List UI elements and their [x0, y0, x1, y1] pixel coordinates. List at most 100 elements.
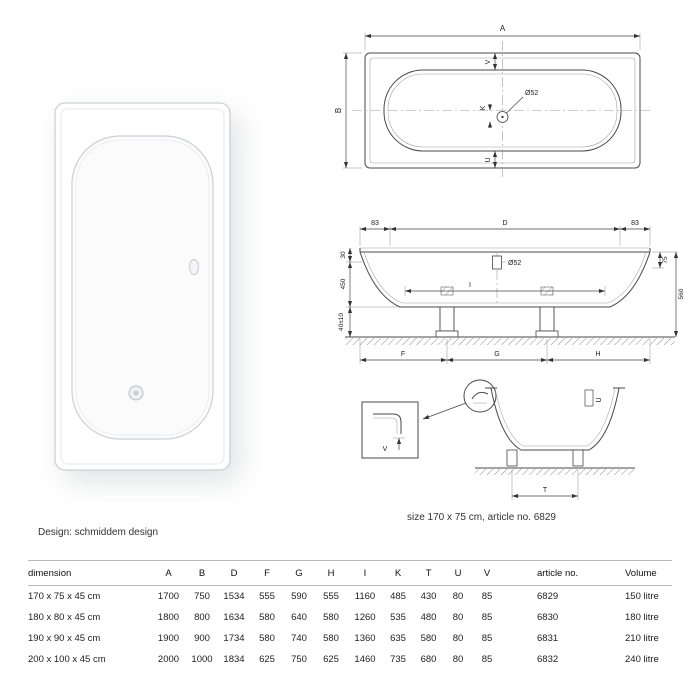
cell-u: 80	[452, 591, 464, 602]
detail-dim-u-label: U	[596, 397, 603, 402]
dim-560-label: 560	[678, 288, 685, 299]
cell-f: 580	[259, 612, 275, 623]
section-view-drawing: Ø52 I 83 D 83	[338, 220, 685, 364]
cell-b: 1000	[191, 654, 213, 665]
cell-v: 85	[481, 591, 493, 602]
col-header-d: D	[230, 567, 238, 579]
cell-b: 750	[194, 591, 210, 602]
cell-d: 1734	[223, 633, 245, 644]
cell-t: 680	[420, 654, 437, 665]
cell-h: 580	[323, 633, 339, 644]
dim-g-label: G	[494, 351, 499, 358]
dim-u-label: U	[485, 157, 492, 162]
cell-article: 6831	[537, 633, 559, 644]
cell-u: 80	[452, 654, 464, 665]
table-row: 200 x 100 x 45 cm 2000 1000 1834 625 750…	[28, 649, 672, 670]
cell-a: 1800	[157, 612, 180, 623]
dim-a-label: A	[500, 24, 506, 33]
cell-i: 1360	[354, 633, 376, 644]
col-header-dimension: dimension	[28, 567, 72, 579]
cell-u: 80	[452, 612, 464, 623]
dim-bottom-row: F G H	[359, 339, 651, 364]
ground-line	[345, 336, 675, 345]
col-header-i: I	[363, 567, 367, 579]
cell-v: 85	[481, 654, 493, 665]
dim-v-label: V	[485, 59, 492, 64]
dim-30: 30	[340, 248, 362, 263]
cell-b: 800	[194, 612, 210, 623]
cell-dimension: 170 x 75 x 45 cm	[28, 591, 101, 602]
dim-450: 450	[340, 262, 398, 308]
col-header-b: B	[198, 567, 206, 579]
bathtub-product-image	[54, 102, 231, 471]
col-header-h: H	[327, 567, 335, 579]
cell-a: 2000	[157, 654, 180, 665]
cell-article: 6830	[537, 612, 559, 623]
dim-h-label: H	[595, 351, 600, 358]
dim-t-label: T	[543, 487, 548, 494]
detail-bubble	[422, 379, 497, 420]
cell-volume: 210 litre	[625, 633, 659, 644]
dim-83-left-label: 83	[371, 220, 379, 227]
cell-g: 750	[291, 654, 307, 665]
cell-article: 6829	[537, 591, 559, 602]
cell-h: 625	[323, 654, 339, 665]
dim-560: 560	[652, 251, 685, 337]
dim-83-right-label: 83	[631, 220, 639, 227]
cell-h: 580	[323, 612, 339, 623]
cell-t: 580	[420, 633, 437, 644]
dim-a: A	[364, 24, 641, 50]
design-caption: Design: schmiddem design	[38, 527, 159, 538]
col-header-article: article no.	[537, 567, 579, 579]
dim-40-label: 40±10	[338, 313, 345, 331]
drain-diameter-label: Ø52	[525, 90, 538, 97]
cell-k: 535	[390, 612, 406, 623]
dim-30-label: 30	[340, 251, 347, 259]
cell-b: 900	[194, 633, 210, 644]
table-header-row: dimension A B D F G H I K T U V article …	[28, 560, 672, 586]
dim-i: I	[404, 282, 606, 296]
cell-dimension: 190 x 90 x 45 cm	[28, 633, 101, 644]
end-section-outline: U	[475, 387, 635, 475]
cell-v: 85	[481, 612, 493, 623]
dim-f-label: F	[401, 351, 405, 358]
dim-450-label: 450	[340, 278, 347, 289]
dim-u-bottom: U	[485, 151, 498, 168]
detail-box: V	[361, 401, 419, 459]
drain-hole	[128, 385, 144, 401]
section-outline	[359, 247, 651, 308]
detail-dim-v-label: V	[383, 446, 388, 453]
section-drain-fitting: Ø52	[492, 255, 521, 270]
dim-75-label: 75	[662, 256, 669, 264]
cell-u: 80	[452, 633, 464, 644]
top-view-outline	[352, 41, 653, 180]
cell-k: 485	[390, 591, 406, 602]
cell-i: 1460	[354, 654, 376, 665]
dim-v-top: V	[485, 53, 498, 70]
cell-g: 640	[291, 612, 307, 623]
dim-d-label: D	[502, 220, 507, 227]
cell-article: 6832	[537, 654, 559, 665]
col-header-volume: Volume	[625, 567, 657, 579]
cell-i: 1260	[354, 612, 376, 623]
col-header-t: T	[425, 567, 432, 579]
cell-t: 430	[420, 591, 437, 602]
dim-i-label: I	[469, 282, 471, 289]
cell-d: 1634	[223, 612, 245, 623]
cell-f: 625	[259, 654, 275, 665]
cell-volume: 180 litre	[625, 612, 659, 623]
cell-g: 740	[291, 633, 307, 644]
dim-40: 40±10	[338, 307, 353, 337]
cell-d: 1534	[223, 591, 245, 602]
cell-t: 480	[420, 612, 437, 623]
detail-view-drawing: V U T	[361, 379, 635, 500]
overflow-hole	[189, 259, 199, 275]
size-caption: size 170 x 75 cm, article no. 6829	[407, 512, 556, 523]
dim-k: K	[480, 104, 493, 128]
bathtub-body	[54, 102, 231, 471]
cell-volume: 150 litre	[625, 591, 659, 602]
top-view-drain: Ø52	[496, 90, 538, 123]
cell-d: 1834	[223, 654, 245, 665]
cell-f: 555	[259, 591, 275, 602]
